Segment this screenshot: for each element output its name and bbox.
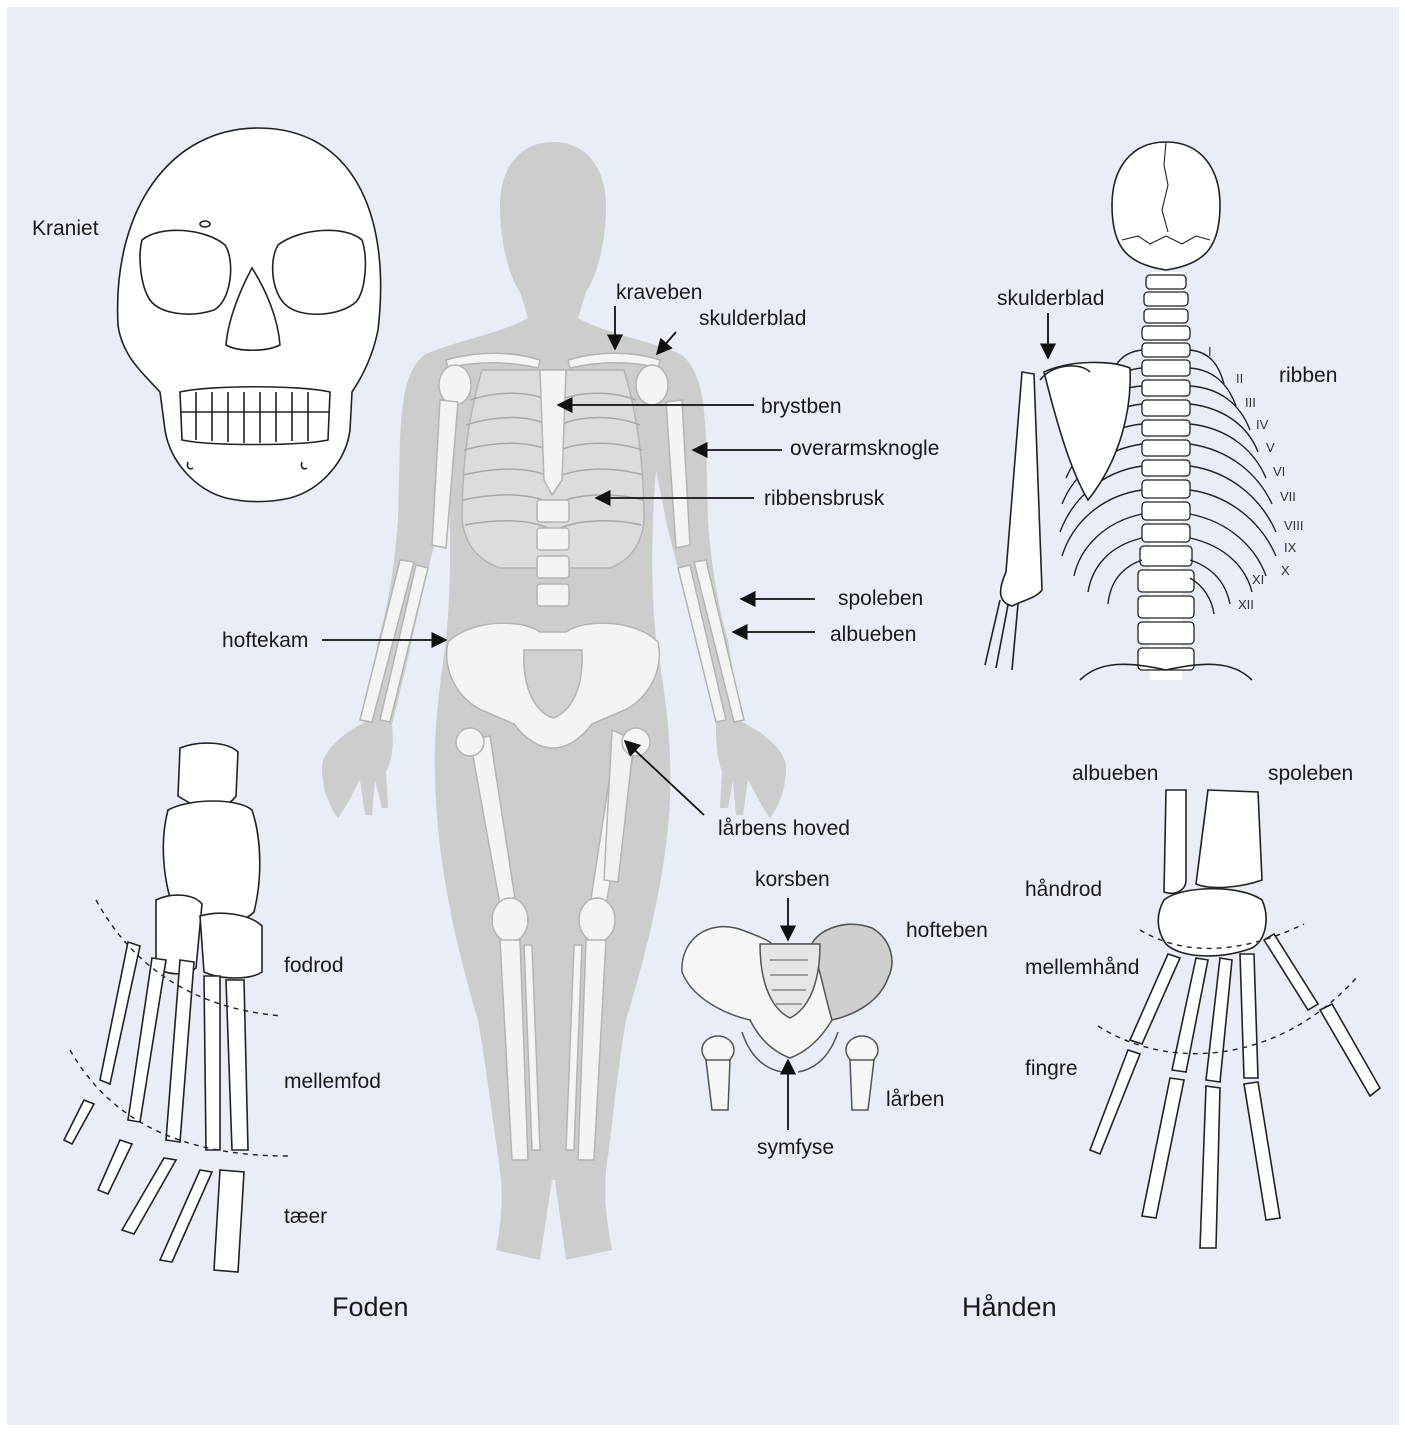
label-ulna: albueben — [830, 624, 916, 645]
pelvis-label-sacrum: korsben — [755, 869, 830, 890]
rib-number-10: X — [1281, 564, 1290, 577]
label-radius: spoleben — [838, 588, 923, 609]
hand-title: Hånden — [962, 1294, 1057, 1321]
hand-label-carpus: håndrod — [1025, 879, 1102, 900]
label-iliac-crest: hoftekam — [222, 630, 308, 651]
skull-drawing — [118, 128, 381, 502]
pelvis-drawing — [682, 924, 892, 1110]
rib-number-3: III — [1245, 396, 1256, 409]
rib-number-8: VIII — [1284, 519, 1304, 532]
foot-label-tarsus: fodrod — [284, 955, 344, 976]
hand-label-ulna: albueben — [1072, 763, 1158, 784]
pelvis-label-femur: lårben — [886, 1089, 944, 1110]
rib-number-2: II — [1236, 372, 1243, 385]
label-sternum: brystben — [761, 396, 842, 417]
foot-label-toes: tæer — [284, 1206, 327, 1227]
rib-number-6: VI — [1273, 465, 1285, 478]
label-clavicle: kraveben — [616, 282, 702, 303]
rib-number-11: XI — [1252, 573, 1264, 586]
label-femoral-head: lårbens hoved — [718, 818, 850, 839]
pelvis-label-hip-bone: hofteben — [906, 920, 988, 941]
foot-label-metatarsus: mellemfod — [284, 1071, 381, 1092]
rib-number-4: IV — [1256, 418, 1268, 431]
rib-number-9: IX — [1284, 541, 1296, 554]
pelvis-label-symphysis: symfyse — [757, 1137, 834, 1158]
rib-number-7: VII — [1280, 490, 1296, 503]
hand-drawing — [1090, 790, 1380, 1248]
rib-number-5: V — [1266, 441, 1275, 454]
label-scapula: skulderblad — [699, 308, 806, 329]
hand-label-radius: spoleben — [1268, 763, 1353, 784]
back-label-scapula: skulderblad — [997, 288, 1104, 309]
hand-label-fingers: fingre — [1025, 1058, 1078, 1079]
skull-title: Kraniet — [32, 218, 99, 239]
rib-number-12: XII — [1238, 598, 1254, 611]
hand-label-metacarpus: mellemhånd — [1025, 957, 1139, 978]
back-skeleton-drawing — [985, 142, 1276, 680]
label-humerus: overarmsknogle — [790, 438, 939, 459]
foot-drawing — [64, 743, 262, 1272]
rib-number-1: I — [1208, 345, 1212, 358]
foot-title: Foden — [332, 1294, 409, 1321]
label-costal-cartilage: ribbensbrusk — [764, 488, 884, 509]
back-label-ribs: ribben — [1279, 365, 1337, 386]
